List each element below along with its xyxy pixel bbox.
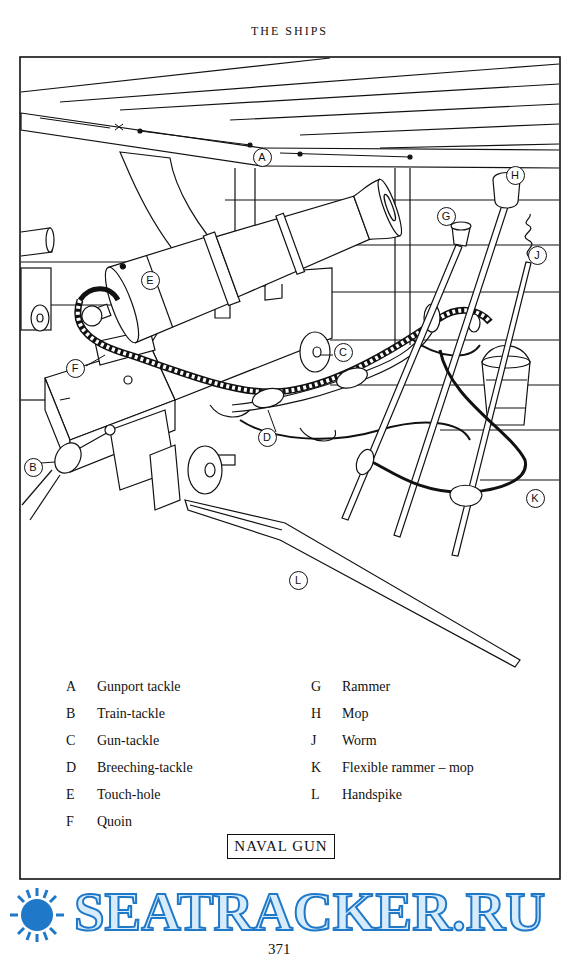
background-gun <box>21 228 54 331</box>
key-text: Worm <box>342 734 377 748</box>
key-letter: E <box>66 788 75 802</box>
watermark: SEATRACKER.RU <box>74 884 545 939</box>
key-letter: C <box>66 734 75 748</box>
key-letter: D <box>66 761 76 775</box>
key-text: Touch-hole <box>97 788 161 802</box>
key-letter: F <box>66 815 74 829</box>
key-letter: A <box>66 680 76 694</box>
key-letter: H <box>311 707 321 721</box>
gun-barrel <box>69 168 409 357</box>
callout-letter: F <box>66 359 85 378</box>
callout-letter: C <box>334 343 353 362</box>
watermark-sun <box>10 888 64 942</box>
callout-letter: K <box>526 489 545 508</box>
callout-letter: G <box>437 207 456 226</box>
key-text: Train-tackle <box>97 707 165 721</box>
hull-side <box>21 168 559 480</box>
leader-lines <box>41 355 333 463</box>
key-letter: L <box>311 788 320 802</box>
page-frame <box>20 57 560 879</box>
key-letter: J <box>311 734 316 748</box>
callout-letter: E <box>141 271 160 290</box>
figure-caption: NAVAL GUN <box>227 834 334 859</box>
key-text: Breeching-tackle <box>97 761 193 775</box>
key-letter: B <box>66 707 75 721</box>
deck-beam <box>21 113 559 168</box>
callout-letter: J <box>528 246 547 265</box>
key-letter: K <box>311 761 321 775</box>
key-text: Quoin <box>97 815 132 829</box>
running-header: THE SHIPS <box>0 25 579 37</box>
key-text: Flexible rammer – mop <box>342 761 474 775</box>
callout-letter: D <box>258 428 277 447</box>
handspike <box>185 500 520 667</box>
tackles <box>210 304 480 441</box>
callout-letter: B <box>24 458 43 477</box>
key-text: Rammer <box>342 680 390 694</box>
callout-letter: L <box>289 571 308 590</box>
key-letter: G <box>311 680 321 694</box>
key-text: Gun-tackle <box>97 734 159 748</box>
train-tackle <box>22 425 115 520</box>
key-text: Mop <box>342 707 368 721</box>
page-number: 371 <box>268 942 291 957</box>
breeching-rope <box>78 289 490 392</box>
key-text: Handspike <box>342 788 402 802</box>
callout-letter: A <box>253 148 272 167</box>
flexible-rammer-mop <box>353 350 526 506</box>
key-text: Gunport tackle <box>97 680 181 694</box>
callout-letter: H <box>506 166 525 185</box>
